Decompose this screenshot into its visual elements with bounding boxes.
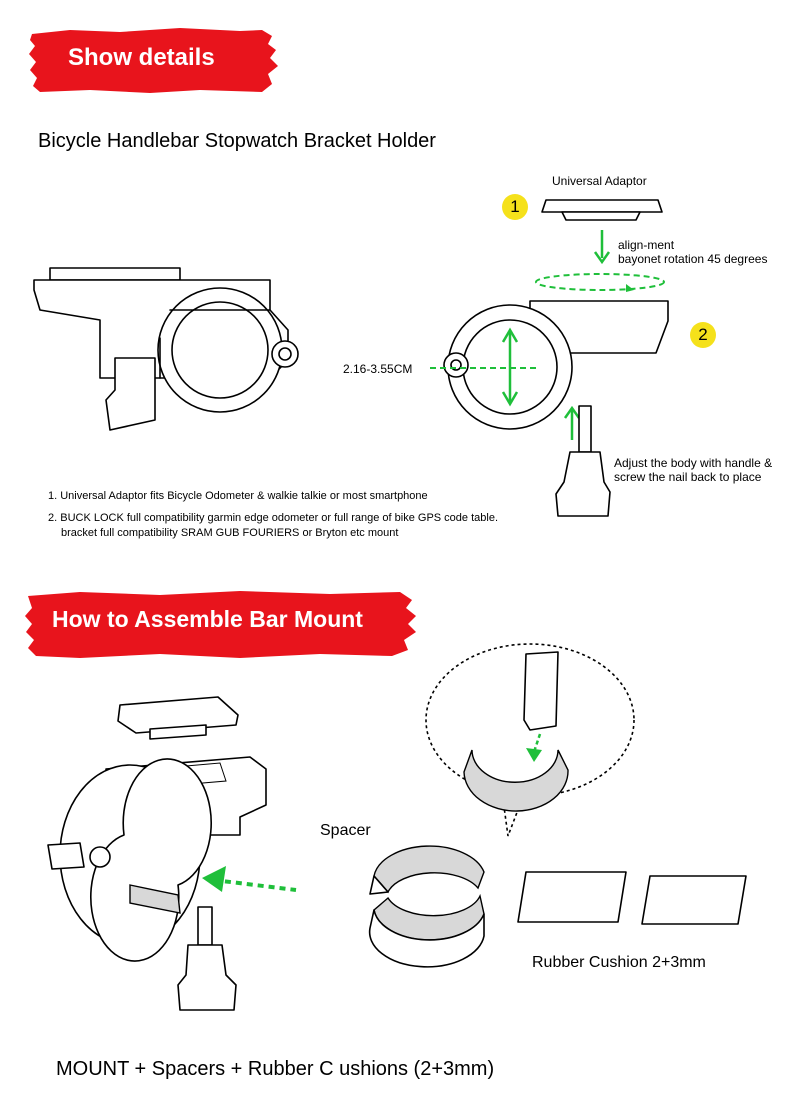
universal-adaptor-label: Universal Adaptor [552, 174, 647, 188]
rubber-cushion-drawing [517, 871, 747, 925]
show-details-banner: Show details [68, 44, 215, 71]
rubber-cushion-label: Rubber Cushion 2+3mm [532, 954, 706, 971]
step-1-badge: 1 [502, 194, 528, 220]
mount-insert-arrow [202, 866, 297, 892]
bar-mount-drawing [47, 696, 267, 1011]
note-1: 1. Universal Adaptor fits Bicycle Odomet… [48, 490, 428, 502]
adjust-label-2: screw the nail back to place [614, 470, 762, 484]
screw-up-arrow [563, 405, 581, 440]
spacer-label: Spacer [320, 822, 371, 839]
range-label: 2.16-3.55CM [343, 362, 413, 376]
rotation-arrow [535, 273, 665, 292]
align-label-1: align-ment [618, 238, 675, 252]
bracket-front-view [443, 300, 669, 430]
step-2-badge: 2 [690, 322, 716, 348]
range-measure-arrows [430, 327, 540, 407]
note-2-line-1: 2. BUCK LOCK full compatibility garmin e… [48, 512, 499, 524]
note-2-line-2: bracket full compatibility SRAM GUB FOUR… [61, 527, 399, 539]
page-title: Bicycle Handlebar Stopwatch Bracket Hold… [38, 130, 436, 152]
bracket-side-view [33, 267, 299, 431]
screw-handle-drawing [555, 405, 611, 517]
show-details-banner-shape [29, 28, 278, 93]
assemble-banner-shape [25, 591, 416, 658]
assemble-banner: How to Assemble Bar Mount [52, 606, 363, 632]
universal-adaptor-drawing [541, 199, 663, 221]
spacer-detail-bubble [425, 643, 635, 837]
align-down-arrow [593, 230, 611, 265]
spacer-drawing [368, 845, 485, 968]
adjust-label-1: Adjust the body with handle & [614, 456, 773, 470]
assembly-caption: MOUNT + Spacers + Rubber C ushions (2+3m… [56, 1058, 495, 1080]
align-label-2: bayonet rotation 45 degrees [618, 252, 768, 266]
